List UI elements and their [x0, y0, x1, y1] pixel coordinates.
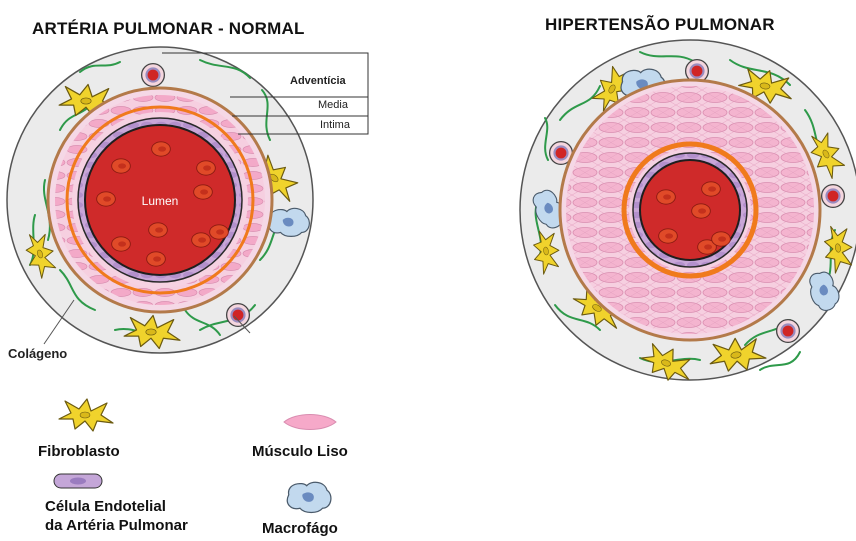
macrophage-legend-label: Macrofágo	[262, 519, 338, 538]
adventitia-label: Adventícia	[290, 75, 346, 87]
vasa-vasorum-ph-4	[777, 320, 800, 343]
vasa-vasorum-normal-1	[142, 64, 165, 87]
media-label: Media	[318, 99, 348, 111]
intima-label: Intima	[320, 119, 350, 131]
fibroblast-legend-icon	[52, 397, 118, 433]
normal-artery: Lumen	[7, 47, 368, 353]
smooth-muscle-legend-label: Músculo Liso	[252, 442, 348, 461]
fibroblast-legend-label: Fibroblasto	[38, 442, 120, 461]
endothelial-legend-label-line2: da Artéria Pulmonar	[45, 516, 188, 535]
vasa-vasorum-ph-3	[822, 185, 845, 208]
vasa-vasorum-normal-2	[227, 304, 250, 327]
smooth-muscle-legend-icon	[282, 411, 338, 433]
lumen-label: Lumen	[142, 194, 179, 208]
collagen-label: Colágeno	[8, 346, 67, 361]
macrophage-normal-1	[269, 208, 310, 236]
hypertension-artery	[520, 40, 856, 387]
macrophage-legend-icon	[284, 479, 334, 515]
endothelial-legend-icon	[52, 472, 104, 490]
endothelial-legend-label-line1: Célula Endotelial	[45, 497, 166, 516]
